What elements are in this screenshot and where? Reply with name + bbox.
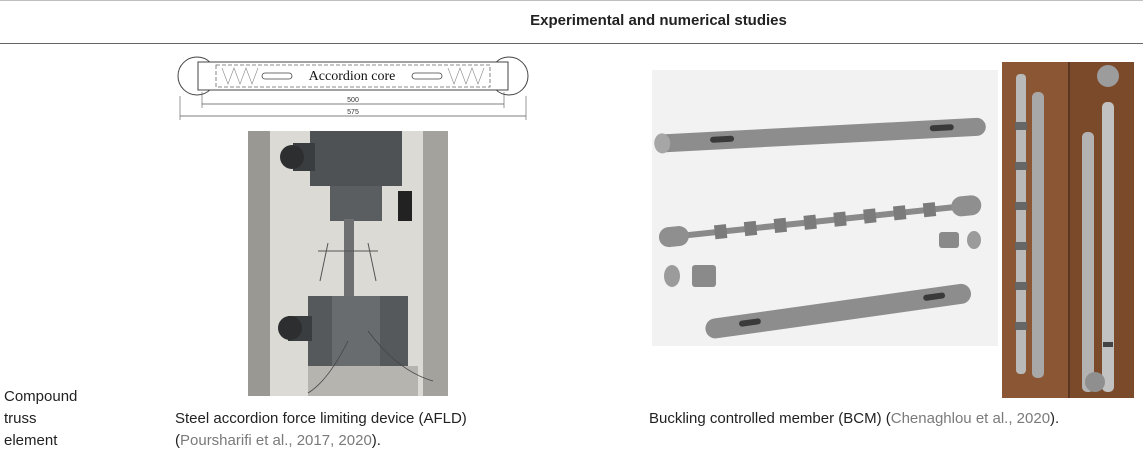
afld-citation-link[interactable]: Poursharifi et al., 2017, 2020 — [180, 432, 372, 449]
row-label: Compound truss element — [4, 386, 124, 452]
afld-caption: Steel accordion force limiting device (A… — [175, 408, 595, 452]
row-label-line-1: Compound — [4, 388, 78, 405]
bcm-caption-open: ( — [885, 410, 891, 427]
dim-inner: 500 — [347, 97, 359, 104]
bcm-caption-text: Buckling controlled member (BCM) — [649, 410, 886, 427]
dim-outer: 575 — [347, 109, 359, 116]
core-label: Accordion core — [309, 69, 396, 84]
table-top-rule — [0, 0, 1143, 1]
afld-caption-text: Steel accordion force limiting device (A… — [175, 410, 467, 427]
bcm-parts-render — [652, 70, 998, 346]
column-header: Experimental and numerical studies — [530, 12, 787, 29]
afld-caption-open: ( — [175, 432, 180, 449]
row-label-line-3: element — [4, 432, 58, 449]
header-rule — [0, 43, 1143, 44]
row-label-line-2: truss — [4, 410, 37, 427]
accordion-core-drawing: Accordion core 500 575 — [172, 52, 532, 124]
bcm-specimen-photo — [1002, 62, 1134, 398]
bcm-caption: Buckling controlled member (BCM) (Chenag… — [649, 408, 1129, 430]
bcm-citation-link[interactable]: Chenaghlou et al., 2020 — [890, 410, 1051, 427]
test-machine-photo — [248, 131, 448, 396]
bcm-caption-close: ). — [1050, 410, 1060, 427]
afld-caption-close: ). — [371, 432, 381, 449]
